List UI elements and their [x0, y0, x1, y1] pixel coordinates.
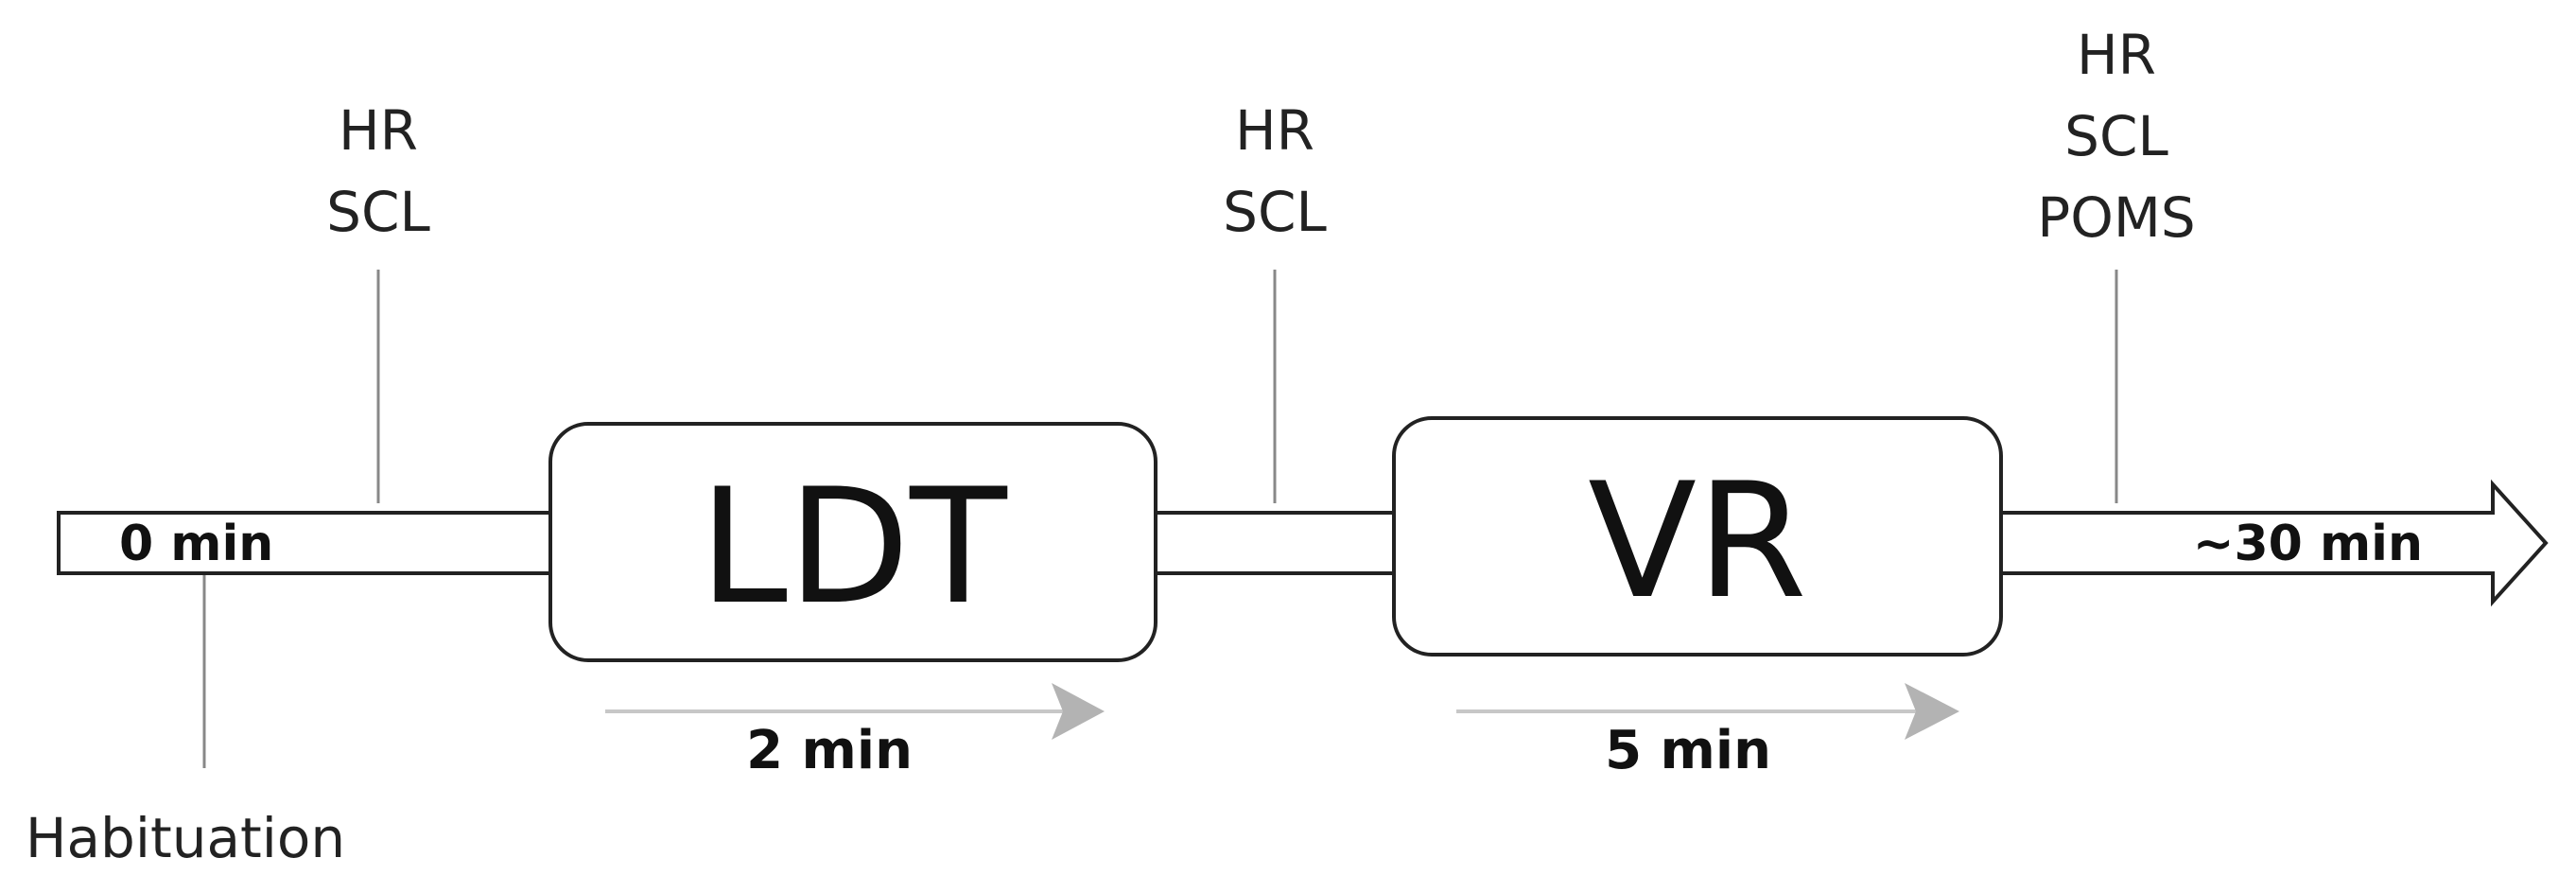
ldt-duration-label: 2 min — [746, 720, 913, 781]
vr-label: VR — [1588, 448, 1807, 634]
habituation-label: Habituation — [26, 806, 345, 870]
measurement-3-line-3: POMS — [2037, 185, 2196, 250]
ldt-duration-arrowhead — [1052, 683, 1105, 740]
measurement-2-line-1: HR — [1235, 98, 1314, 163]
vr-duration-arrowhead — [1905, 683, 1959, 740]
end-time-label: ~30 min — [2193, 516, 2423, 572]
measurement-2-line-2: SCL — [1223, 180, 1327, 244]
start-time-label: 0 min — [119, 516, 273, 572]
timeline-arrow — [57, 479, 2549, 607]
ldt-label: LDT — [699, 454, 1008, 639]
ldt-box — [548, 422, 1157, 662]
measurement-3-line-1: HR — [2077, 23, 2156, 87]
measurement-3-line-2: SCL — [2064, 104, 2168, 168]
measurement-1-line-1: HR — [339, 98, 418, 163]
measurement-1-line-2: SCL — [326, 180, 430, 244]
vr-box — [1392, 416, 2003, 657]
vr-duration-label: 5 min — [1605, 720, 1771, 781]
